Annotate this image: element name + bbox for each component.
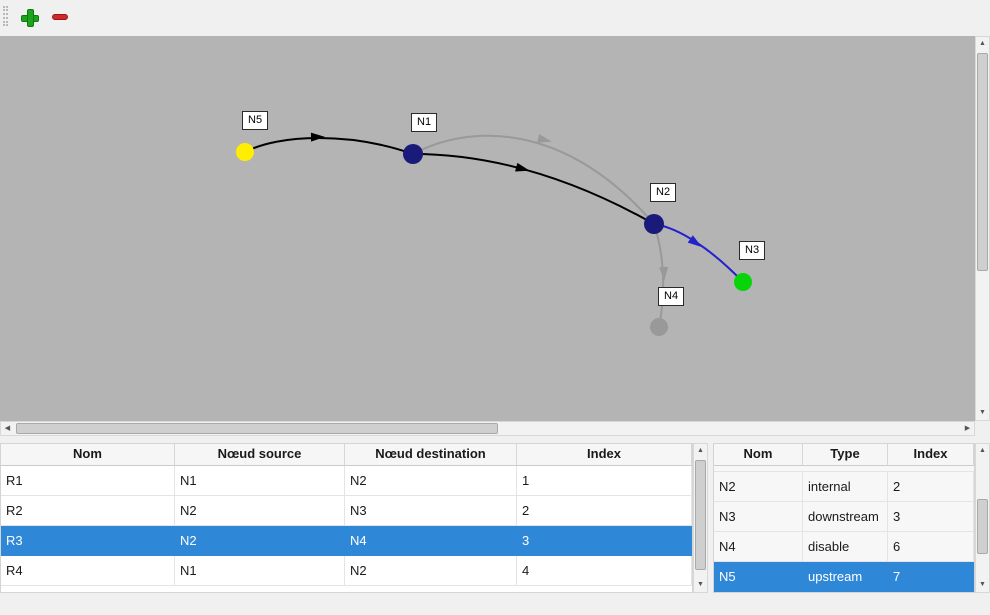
node-label-n4[interactable]: N4: [658, 287, 685, 306]
canvas-hscroll-thumb[interactable]: [16, 423, 498, 434]
cell: upstream: [803, 562, 888, 592]
graph-svg: [236, 132, 752, 336]
canvas-vscroll-thumb[interactable]: [977, 53, 988, 271]
nodes-table: Nom Type Index N2 internal 2 N3 downstre…: [713, 443, 975, 593]
edge-n2-n4[interactable]: [653, 223, 665, 328]
cell: 4: [517, 556, 692, 586]
cell: N4: [714, 532, 803, 562]
node-label-n1[interactable]: N1: [411, 113, 438, 132]
column-header-index[interactable]: Index: [517, 444, 692, 466]
cell: internal: [803, 472, 888, 502]
canvas-vscrollbar[interactable]: ▲ ▼: [975, 36, 990, 421]
plus-icon: [21, 9, 39, 27]
toolbar: [0, 0, 990, 32]
node-n2[interactable]: [644, 214, 664, 234]
cell: disable: [803, 532, 888, 562]
node-label-n2[interactable]: N2: [650, 183, 677, 202]
edge-n1-n2-alt[interactable]: [412, 134, 655, 225]
scroll-down-icon[interactable]: ▼: [979, 581, 986, 588]
partially-scrolled-row[interactable]: [714, 466, 974, 472]
cell: 6: [888, 532, 974, 562]
routes-row-r3-selected[interactable]: R3 N2 N4 3: [1, 526, 692, 556]
edge-arrow-n2-n4: [659, 266, 669, 281]
scroll-up-icon[interactable]: ▲: [979, 447, 986, 454]
node-label-n3[interactable]: N3: [739, 241, 766, 260]
cell: N1: [175, 556, 345, 586]
edge-arrow-n1-n2: [515, 162, 530, 172]
cell: R4: [1, 556, 175, 586]
nodes-scroll-thumb[interactable]: [977, 499, 988, 554]
column-header-index[interactable]: Index: [888, 444, 974, 466]
routes-row-r2[interactable]: R2 N2 N3 2: [1, 496, 692, 526]
cell: 3: [517, 526, 692, 556]
cell: downstream: [803, 502, 888, 532]
remove-button[interactable]: [48, 5, 72, 29]
graph-canvas[interactable]: N5 N1 N2 N3 N4: [0, 36, 975, 421]
edge-n2-n3[interactable]: [653, 223, 744, 283]
node-n3[interactable]: [734, 273, 752, 291]
cell: N1: [175, 466, 345, 496]
column-header-source[interactable]: Nœud source: [175, 444, 345, 466]
node-n1[interactable]: [403, 144, 423, 164]
cell: N5: [714, 562, 803, 592]
column-header-type[interactable]: Type: [803, 444, 888, 466]
canvas-hscrollbar[interactable]: ◀ ▶: [0, 421, 975, 436]
cell: N2: [175, 526, 345, 556]
routes-table: Nom Nœud source Nœud destination Index R…: [0, 443, 693, 593]
toolbar-grip[interactable]: [3, 6, 8, 26]
add-button[interactable]: [17, 5, 41, 29]
scroll-down-icon[interactable]: ▼: [979, 409, 986, 416]
nodes-row-n5-selected[interactable]: N5 upstream 7: [714, 562, 974, 592]
node-n4[interactable]: [650, 318, 668, 336]
routes-scroll-thumb[interactable]: [695, 460, 706, 570]
cell: N2: [345, 466, 517, 496]
column-header-destination[interactable]: Nœud destination: [345, 444, 517, 466]
nodes-row-n2[interactable]: N2 internal 2: [714, 472, 974, 502]
routes-row-r1[interactable]: R1 N1 N2 1: [1, 466, 692, 496]
node-label-n5[interactable]: N5: [242, 111, 269, 130]
scroll-up-icon[interactable]: ▲: [979, 40, 986, 47]
cell: N2: [345, 556, 517, 586]
scroll-up-icon[interactable]: ▲: [697, 447, 704, 454]
edge-arrow-n2-n3: [687, 235, 702, 248]
edge-arrow-n5-n1: [310, 132, 325, 142]
cell: R1: [1, 466, 175, 496]
cell: N2: [714, 472, 803, 502]
column-header-nom[interactable]: Nom: [1, 444, 175, 466]
routes-row-r4[interactable]: R4 N1 N2 4: [1, 556, 692, 586]
routes-table-scrollbar[interactable]: ▲ ▼: [693, 443, 708, 593]
scroll-down-icon[interactable]: ▼: [697, 581, 704, 588]
cell: 7: [888, 562, 974, 592]
cell: 3: [888, 502, 974, 532]
cell: N3: [714, 502, 803, 532]
nodes-table-header: Nom Type Index: [714, 444, 974, 466]
minus-icon: [52, 14, 68, 20]
node-n5[interactable]: [236, 143, 254, 161]
scroll-right-icon[interactable]: ▶: [964, 425, 971, 432]
scroll-left-icon[interactable]: ◀: [4, 425, 11, 432]
column-header-nom[interactable]: Nom: [714, 444, 803, 466]
nodes-row-n4[interactable]: N4 disable 6: [714, 532, 974, 562]
cell: N3: [345, 496, 517, 526]
cell: R2: [1, 496, 175, 526]
cell: R3: [1, 526, 175, 556]
routes-table-header: Nom Nœud source Nœud destination Index: [1, 444, 692, 466]
nodes-table-scrollbar[interactable]: ▲ ▼: [975, 443, 990, 593]
cell: N4: [345, 526, 517, 556]
nodes-row-n3[interactable]: N3 downstream 3: [714, 502, 974, 532]
cell: N2: [175, 496, 345, 526]
cell: 1: [517, 466, 692, 496]
cell: 2: [888, 472, 974, 502]
edge-n5-n1[interactable]: [244, 137, 414, 155]
cell: 2: [517, 496, 692, 526]
edge-arrow-n1-n2-alt: [537, 133, 552, 143]
